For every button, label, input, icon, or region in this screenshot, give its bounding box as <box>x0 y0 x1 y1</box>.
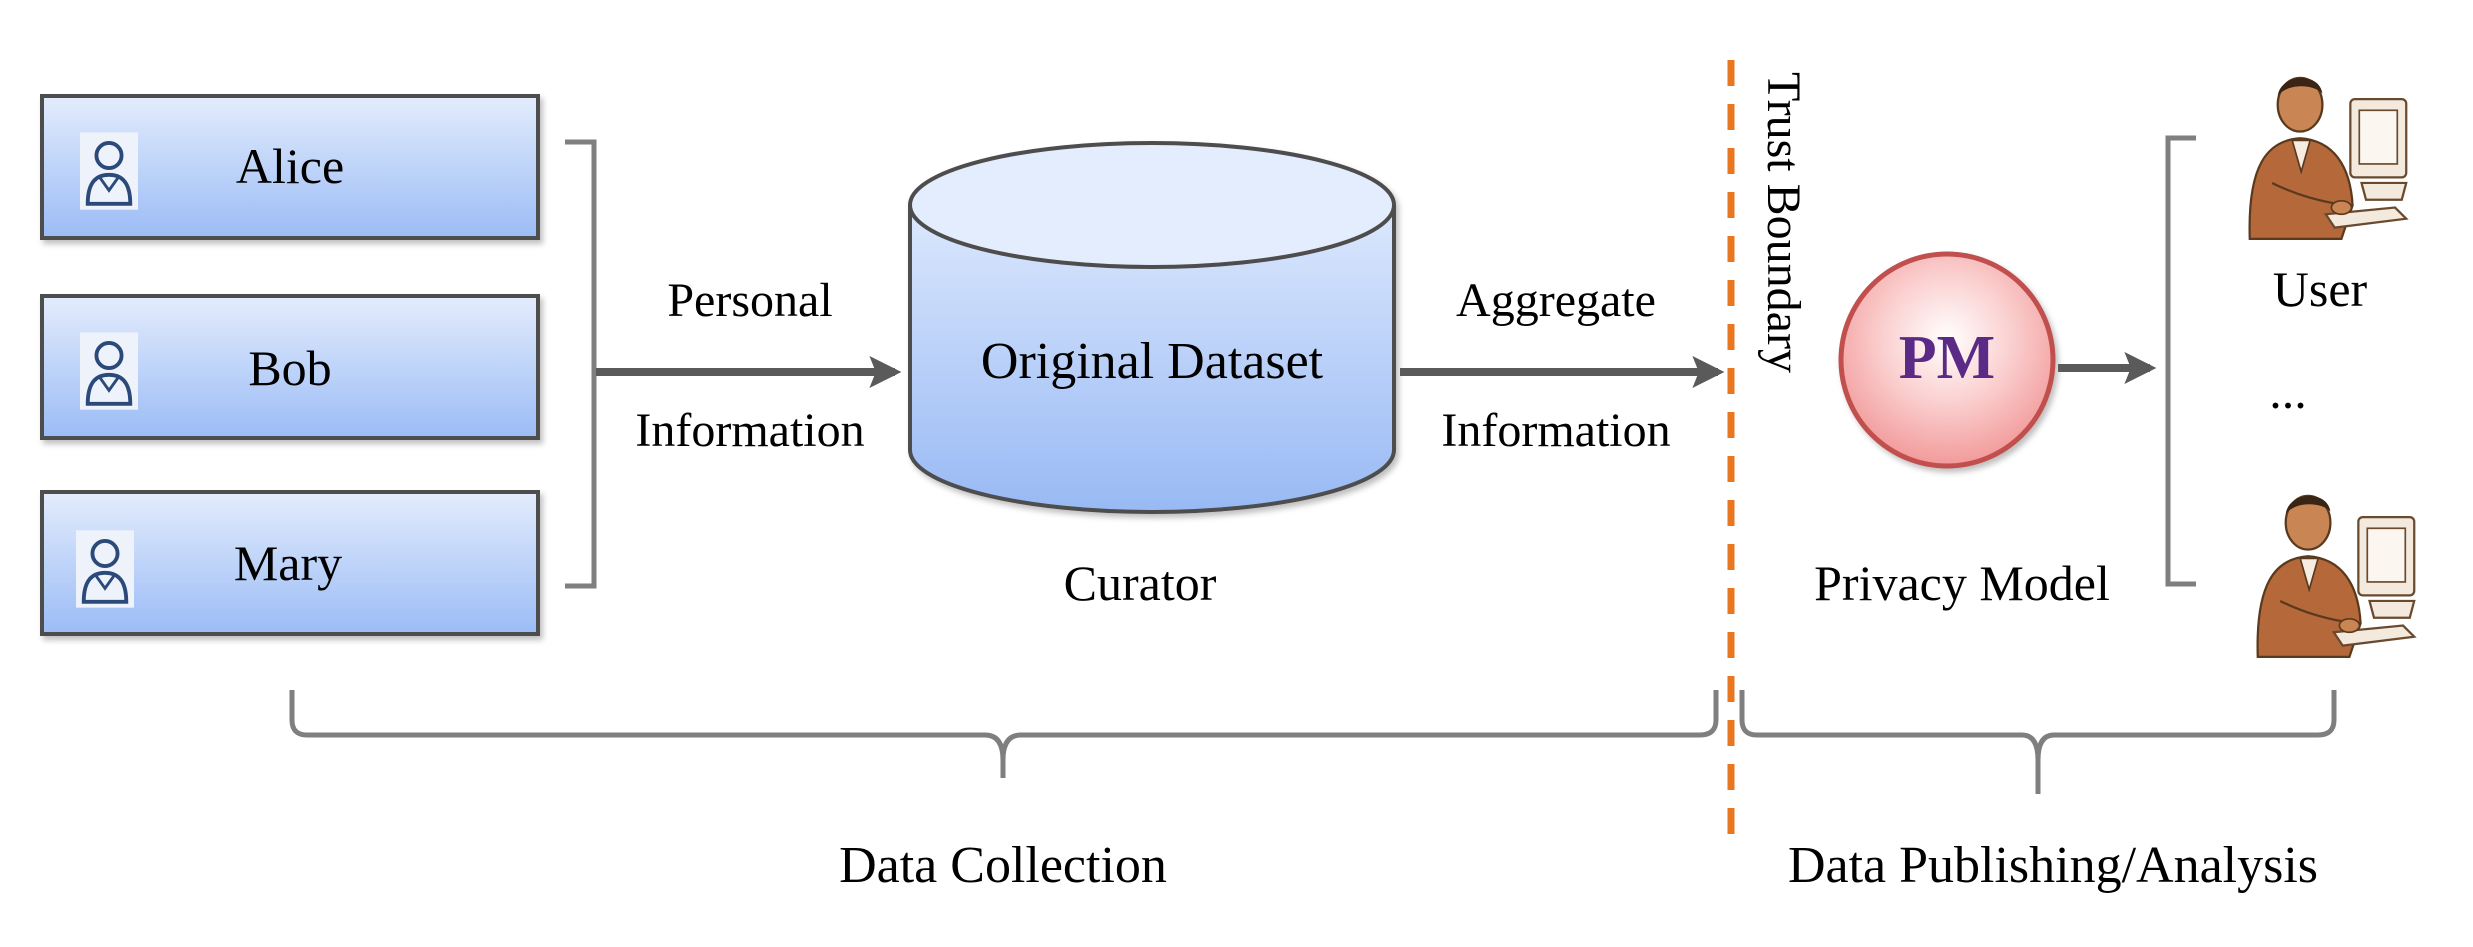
people-bracket <box>565 139 597 589</box>
privacy-model-caption: Privacy Model <box>1814 555 2110 611</box>
data-collection-label: Data Collection <box>839 837 1167 894</box>
original-dataset-cylinder <box>908 141 1396 514</box>
privacy-model-circle <box>1838 251 2056 469</box>
data-publishing-label: Data Publishing/Analysis <box>1788 837 2318 894</box>
person-name: Mary <box>234 535 342 591</box>
data-publishing-brace <box>1739 690 2337 794</box>
pm-abbr: PM <box>1899 324 1995 392</box>
personal-label-line1: Personal <box>667 274 832 327</box>
users-ellipsis: ... <box>2269 363 2307 419</box>
trust-boundary-label: Trust Boundary <box>1757 72 1810 373</box>
user-label: User <box>2273 261 2368 317</box>
dataset-label: Original Dataset <box>981 333 1324 390</box>
user-icon <box>80 132 138 209</box>
aggregate-label-line1: Aggregate <box>1456 274 1656 327</box>
person-name: Alice <box>236 138 344 194</box>
user-icon <box>80 332 138 409</box>
person-at-computer-icon <box>2248 76 2408 241</box>
data-collection-brace <box>289 690 1719 778</box>
personal-label-line2: Information <box>635 404 864 457</box>
users-bracket <box>2165 135 2196 587</box>
curator-caption: Curator <box>1064 555 1217 611</box>
person-at-computer-icon <box>2256 494 2416 659</box>
user-icon <box>76 530 134 607</box>
aggregate-label-line2: Information <box>1441 404 1670 457</box>
person-name: Bob <box>248 340 331 396</box>
